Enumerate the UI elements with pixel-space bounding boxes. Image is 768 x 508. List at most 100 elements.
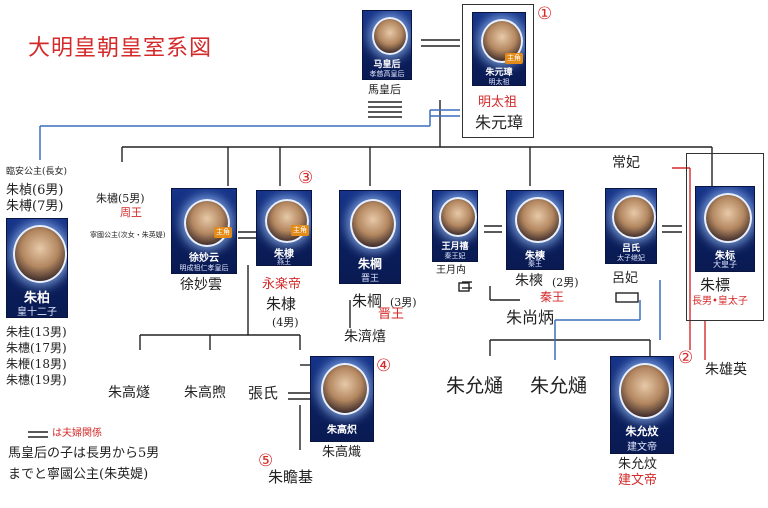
zhou-name: 朱橚(5男)	[96, 192, 145, 205]
zhu-di-label-red: 永楽帝	[262, 277, 302, 292]
marker-4: ④	[376, 356, 392, 376]
zhang-shi: 張氏	[248, 384, 279, 402]
zhu-di-card: 主角 朱棣 燕王	[256, 190, 312, 266]
wang-yuexi-card-name: 王月禧	[441, 242, 469, 252]
left-son-4: 朱橞(17男)	[6, 341, 67, 355]
zhu-yunwen-caption: 朱允炆	[618, 457, 658, 472]
xu-miaoyun-card-name: 徐妙云	[189, 253, 219, 264]
left-son-6: 朱橞(19男)	[6, 373, 67, 387]
zhu-yuanzhang-label-red: 明太祖	[478, 95, 518, 110]
zhu-bai-card-name: 朱柏	[23, 291, 50, 306]
zhu-biao-portrait	[704, 193, 752, 243]
lu-shi-card: 吕氏 太子继妃	[605, 188, 657, 264]
zhu-gaochi-card: 朱高炽	[310, 356, 374, 442]
left-son-2: 朱榑(7男)	[6, 199, 64, 214]
xu-miaoyun-portrait	[184, 199, 230, 247]
zhu-di-label: 朱棣	[266, 295, 297, 313]
zhu-gang-title: 晋王	[378, 307, 405, 322]
zhu-shuang-label: 朱樉	[515, 273, 543, 289]
wang-yuexi-card-sub: 秦王妃	[444, 252, 466, 260]
page-title: 大明皇朝皇室系図	[28, 36, 213, 61]
zhu-yuanzhang-card-sub: 明太祖	[488, 78, 510, 86]
left-son-5: 朱楩(18男)	[6, 357, 67, 371]
zhu-gang-order: (3男)	[390, 296, 417, 309]
zhu-bai-portrait	[13, 225, 67, 283]
zhu-bai-card-sub: 皇十二子	[17, 307, 57, 318]
zhu-biao-card-sub: 大皇子	[713, 260, 737, 269]
lu-shi-card-name: 吕氏	[621, 244, 640, 254]
zhu-gang-card-name: 朱棡	[357, 257, 382, 271]
zhu-shuang-order: (2男)	[552, 276, 579, 289]
xu-miaoyun-card-sub: 明成祖仁孝皇后	[179, 264, 229, 272]
left-son-3: 朱桂(13男)	[6, 325, 67, 339]
crown-prince-frame	[686, 153, 764, 321]
zhu-yuanzhang-label: 朱元璋	[475, 113, 524, 132]
zhu-xiongying: 朱雄英	[705, 362, 747, 378]
marker-2: ②	[678, 348, 694, 368]
zhu-zhanji: 朱瞻基	[268, 468, 314, 486]
zhu-yunwen-card-sub: 建文帝	[627, 442, 657, 453]
wang-yuexi-portrait	[439, 197, 477, 237]
lu-shi-portrait	[612, 195, 656, 239]
linan-princess: 臨安公主(長女)	[6, 167, 68, 177]
zhu-biao-card-name: 朱标	[715, 251, 735, 262]
zhu-shuang-card-sub: 秦王	[528, 260, 542, 268]
lu-shi-caption: 呂妃	[612, 271, 639, 286]
empress-ma-card: 马皇后 孝慈高皇后	[362, 10, 412, 80]
zhu-yuanzhang-card-name: 朱元璋	[485, 68, 513, 78]
zhu-di-badge: 主角	[291, 225, 309, 236]
empress-ma-card-sub: 孝慈高皇后	[369, 70, 405, 78]
zhu-shuang-portrait	[515, 197, 561, 243]
zhu-shuang-card-name: 朱樉	[525, 251, 545, 262]
empress-ma-portrait	[372, 17, 408, 55]
zhu-bai-card: 朱柏 皇十二子	[6, 218, 68, 318]
zhu-di-portrait	[265, 199, 309, 243]
zhu-shuang-title: 秦王	[540, 290, 565, 304]
zhu-biao-title: 長男•皇太子	[692, 296, 748, 307]
zhu-yunwen-card-name: 朱允炆	[625, 425, 659, 438]
zhu-yuanzhang-card: 主角 朱元璋 明太祖	[472, 12, 526, 86]
wang-yuexi-card: 王月禧 秦王妃	[432, 190, 478, 262]
lu-shi-card-sub: 太子继妃	[617, 254, 645, 262]
zhu-gang-portrait	[350, 199, 396, 249]
ningguo-princess: 寧國公主(次女・朱英媞)	[90, 231, 166, 239]
zhu-gaosui: 朱高燧	[108, 385, 150, 401]
zhu-yuntong: 朱允熥	[446, 375, 504, 397]
zhu-yunwen-card: 朱允炆 建文帝	[610, 356, 674, 454]
xu-miaoyun-badge: 主角	[214, 227, 232, 238]
zhu-yunwen-title: 建文帝	[618, 473, 658, 488]
left-son-1: 朱楨(6男)	[6, 183, 64, 198]
zhu-di-card-name: 朱棣	[274, 249, 294, 260]
empress-ma-card-name: 马皇后	[373, 60, 401, 70]
wang-yuexi-caption: 王月禸	[436, 265, 466, 276]
zhu-shuang-card: 朱樉 秦王	[506, 190, 564, 270]
zhu-yunwen-portrait	[619, 363, 671, 419]
note-line-2: までと寧國公主(朱英媞)	[8, 467, 149, 482]
qin-son: 朱尚炳	[506, 308, 555, 327]
marker-5: ⑤	[258, 451, 274, 471]
chang-fei: 常妃	[612, 155, 640, 171]
zhu-gaochi-portrait	[321, 363, 369, 415]
zhu-gang-card: 朱棡 晋王	[339, 190, 401, 284]
jin-son: 朱濟熺	[344, 329, 386, 345]
empress-ma-caption: 馬皇后	[368, 83, 401, 96]
zhu-gaoxu: 朱高煦	[184, 385, 226, 401]
zhu-gang-label: 朱棡	[352, 292, 383, 310]
zhu-biao-card: 朱标 大皇子	[695, 186, 755, 272]
zhu-gaochi-caption: 朱高熾	[322, 445, 362, 460]
marker-1: ①	[537, 4, 553, 24]
note-line-1: 馬皇后の子は長男から5男	[8, 446, 160, 461]
zhu-gang-card-sub: 晋王	[360, 274, 379, 284]
zhu-yuanzhang-badge: 主角	[505, 53, 523, 64]
marker-3: ③	[298, 168, 314, 188]
zhou-title: 周王	[120, 206, 142, 219]
xu-miaoyun-card: 主角 徐妙云 明成祖仁孝皇后	[171, 188, 237, 274]
zhu-yunxi: 朱允熥	[530, 375, 588, 397]
legend-text: は夫婦関係	[52, 428, 102, 439]
zhu-di-order: (4男)	[272, 316, 299, 329]
xu-miaoyun-caption: 徐妙雲	[180, 277, 222, 293]
zhu-biao-label: 朱標	[700, 276, 731, 294]
emperor-frame	[462, 4, 534, 138]
